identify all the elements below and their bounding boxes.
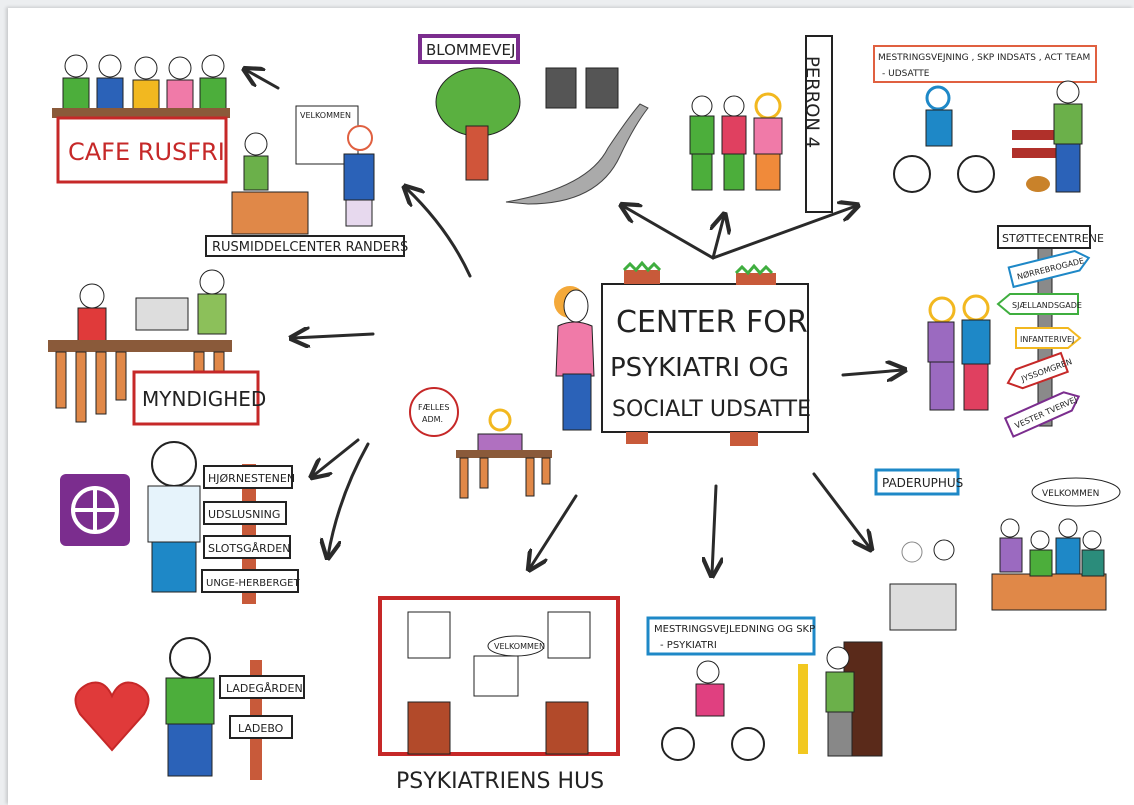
cafe-rusfri-node: CAFE RUSFRI	[52, 54, 230, 184]
center-node: CENTER FOR PSYKIATRI OG SOCIALT UDSATTE	[554, 260, 811, 446]
paderup-title: PADERUPHUS	[882, 476, 963, 490]
blommevej-node: BLOMMEVEJ	[418, 34, 649, 205]
hjornesten-sign-1: UDSLUSNING	[208, 508, 280, 521]
hjornesten-sign-0: HJØRNESTENEN	[208, 472, 295, 485]
illustration: CENTER FOR PSYKIATRI OG SOCIALT UDSATTE …	[48, 34, 1121, 794]
faelles-line1: FÆLLES	[418, 403, 449, 412]
perron-node: PERRON 4	[689, 35, 833, 213]
arrow-to-psykhus	[530, 494, 578, 568]
ladegarden-node: LADEGÅRDEN LADEBO	[74, 637, 305, 780]
stotte-title: STØTTECENTRENE	[1002, 232, 1104, 245]
faelles-line2: ADM.	[422, 415, 443, 424]
arrow-to-mestring-bottom	[712, 484, 716, 574]
stotte-arrow-2: INFANTERIVEJ	[1020, 335, 1074, 344]
paderup-node: PADERUPHUS VELKOMMEN	[874, 468, 1121, 631]
ladegarden-label: LADEGÅRDEN	[226, 682, 303, 695]
rusmiddel-title: RUSMIDDELCENTER RANDERS	[212, 240, 408, 255]
velkommen-bubble: VELKOMMEN	[1042, 489, 1099, 499]
center-line3: SOCIALT UDSATTE	[612, 397, 811, 422]
center-line1: CENTER FOR	[616, 305, 808, 340]
center-line2: PSYKIATRI OG	[610, 353, 789, 383]
stotte-node: STØTTECENTRENE NØRREBROGADE SJÆLLANDSGAD…	[927, 225, 1104, 438]
hjornesten-signs: HJØRNESTENEN UDSLUSNING SLOTSGÅRDEN UNGE…	[201, 465, 300, 593]
psykhus-node: VELKOMMEN PSYKIATRIENS HUS	[378, 596, 620, 794]
hjornesten-sign-3: UNGE-HERBERGET	[206, 578, 300, 589]
ladebo-label: LADEBO	[238, 722, 284, 735]
myndighed-node: MYNDIGHED	[48, 269, 266, 426]
velkommen-sign: VELKOMMEN	[300, 111, 351, 120]
psykhus-title: PSYKIATRIENS HUS	[396, 769, 604, 794]
faelles-node: FÆLLES ADM.	[409, 387, 552, 499]
psyk-velkommen: VELKOMMEN	[494, 642, 545, 651]
arrows	[246, 70, 903, 574]
mestring-top-line2: - UDSATTE	[882, 69, 930, 79]
cafe-people	[62, 54, 227, 115]
mestring-top-node: MESTRINGSVEJNING , SKP INDSATS , ACT TEA…	[873, 45, 1097, 193]
arrow-to-mestring-top	[711, 206, 856, 260]
arrow-to-blommevej	[623, 206, 715, 260]
mestring-bottom-line2: - PSYKIATRI	[660, 640, 717, 651]
hjornesten-sign-2: SLOTSGÅRDEN	[208, 542, 290, 555]
arrow-to-paderup	[812, 472, 870, 548]
arrow-to-stotte	[841, 370, 903, 375]
poster-canvas: CENTER FOR PSYKIATRI OG SOCIALT UDSATTE …	[8, 8, 1134, 805]
arrow-to-cafe	[246, 70, 280, 90]
arrow-to-perron	[713, 216, 724, 260]
myndighed-title: MYNDIGHED	[142, 387, 266, 411]
hjornesten-node: HJØRNESTENEN UDSLUSNING SLOTSGÅRDEN UNGE…	[60, 441, 300, 604]
rusmiddel-node: VELKOMMEN RUSMIDDELCENTER RANDERS	[205, 105, 408, 257]
arrow-to-hjornesten	[313, 438, 360, 476]
cafe-rusfri-title: CAFE RUSFRI	[68, 138, 225, 166]
arrow-to-ladegarden	[328, 442, 370, 556]
arrow-to-rusmiddel	[406, 188, 472, 278]
blommevej-title: BLOMMEVEJ	[426, 41, 515, 59]
heart-icon	[74, 681, 150, 752]
mestring-bottom-node: MESTRINGSVEJLEDNING OG SKP - PSYKIATRI	[646, 616, 883, 761]
mestring-top-line1: MESTRINGSVEJNING , SKP INDSATS , ACT TEA…	[878, 53, 1090, 63]
stotte-arrow-1: SJÆLLANDSGADE	[1012, 301, 1082, 310]
stotte-arrows: NØRREBROGADE SJÆLLANDSGADE INFANTERIVEJ …	[996, 249, 1091, 438]
mestring-bottom-line1: MESTRINGSVEJLEDNING OG SKP	[654, 624, 815, 635]
arrow-to-myndighed	[293, 334, 375, 338]
perron-title: PERRON 4	[802, 56, 823, 148]
